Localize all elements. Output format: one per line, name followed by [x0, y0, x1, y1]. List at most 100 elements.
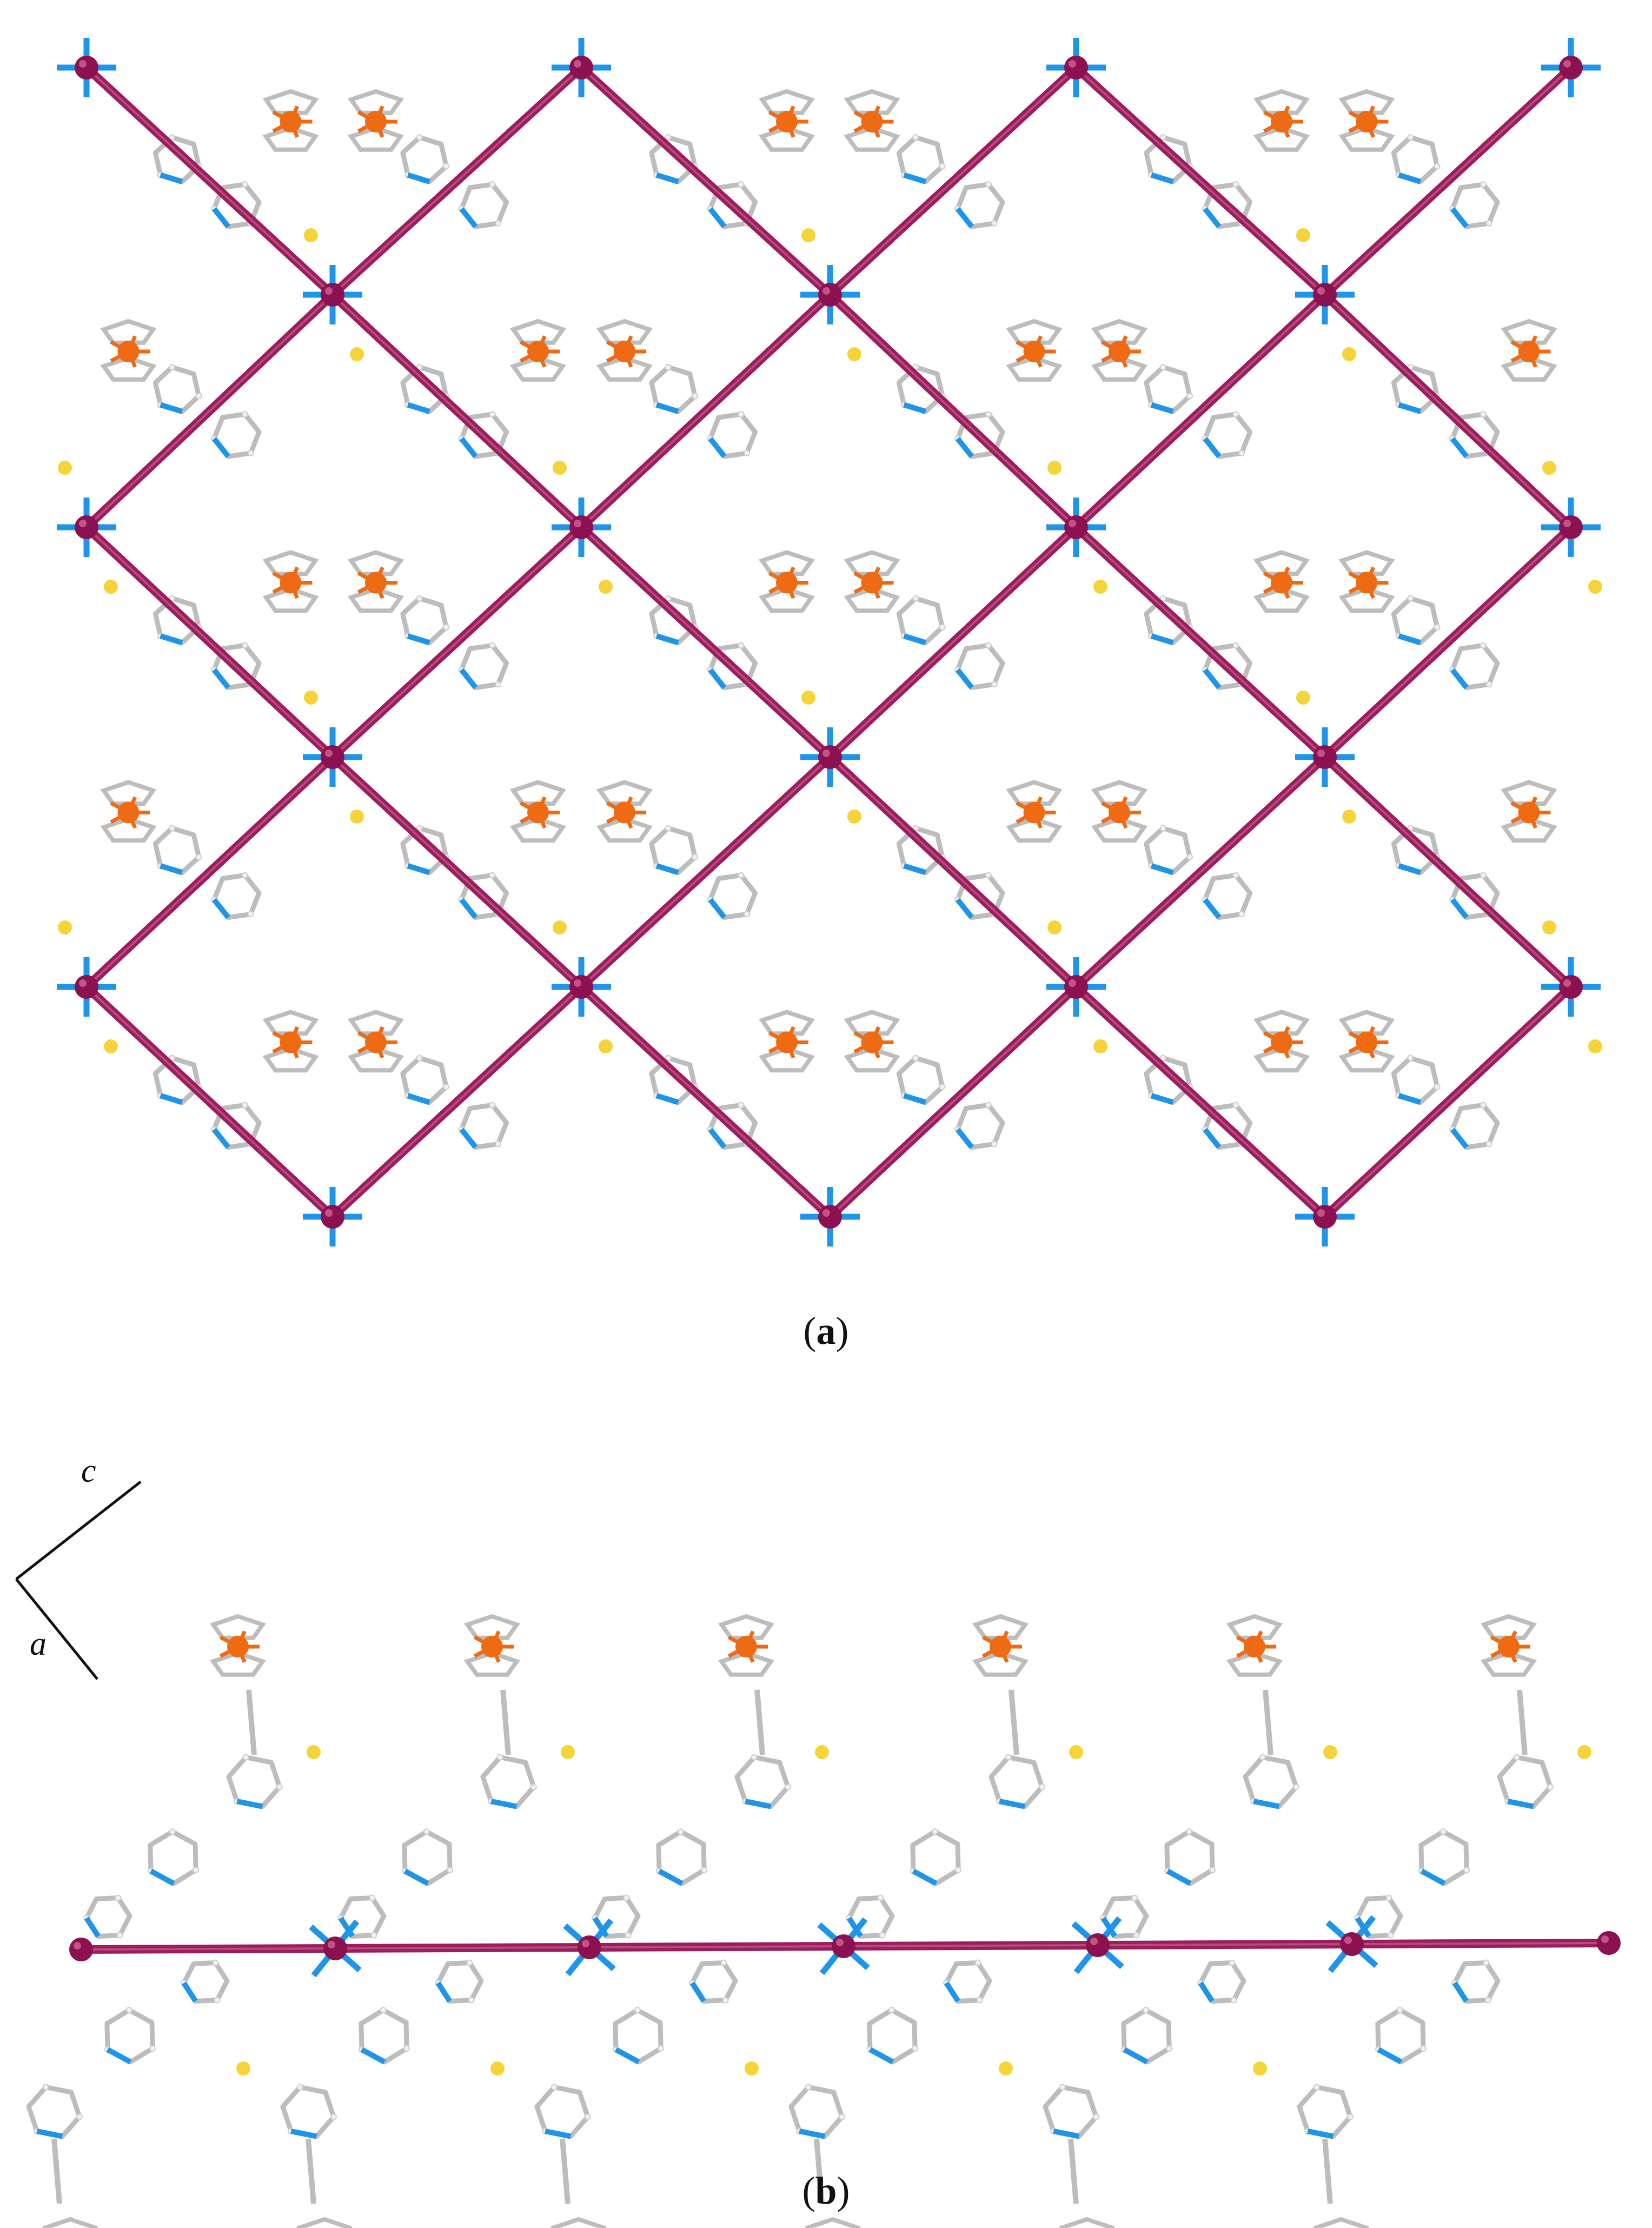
hydrogen-atom	[1407, 595, 1414, 602]
hydrogen-atom	[955, 1867, 962, 1874]
hydrogen-atom	[985, 1102, 992, 1109]
hydrogen-atom	[991, 1140, 998, 1148]
linker-bond	[1009, 1689, 1019, 1755]
hydrogen-atom	[443, 624, 450, 631]
cyclopentadienyl-ring	[1091, 817, 1148, 843]
cyclopentadienyl-ring	[1338, 550, 1395, 576]
hydrogen-atom	[495, 681, 502, 688]
iron-atom	[1023, 801, 1045, 824]
metal-node	[569, 975, 593, 999]
hydrogen-atom	[720, 1959, 727, 1966]
pyridine-ring	[734, 1754, 791, 1809]
pyridine-ring	[26, 2084, 82, 2139]
cyclopentadienyl-ring	[972, 1614, 1029, 1640]
sulfur-atom	[553, 461, 567, 475]
hydrogen-atom	[1513, 1754, 1520, 1761]
a-axis-line	[15, 1578, 98, 1680]
cyclopentadienyl-ring	[1006, 780, 1063, 806]
hydrogen-atom	[1133, 1932, 1140, 1939]
nitrogen-bond	[1398, 172, 1422, 184]
hydrogen-atom	[466, 1959, 473, 1966]
metal-node	[818, 283, 842, 307]
sulfur-atom	[307, 1745, 321, 1759]
cyclopentadienyl-ring	[463, 1614, 521, 1640]
nitrogen-bond	[160, 633, 183, 646]
hydrogen-atom	[692, 853, 699, 860]
nitrogen-bond	[1203, 207, 1222, 229]
metal-node	[1313, 1205, 1337, 1229]
hydrogen-atom	[550, 2084, 558, 2091]
hydrogen-atom	[241, 1102, 248, 1109]
pyridine-ring	[788, 2084, 845, 2139]
iron-atom	[776, 572, 798, 594]
hydrogen-atom	[1407, 134, 1414, 141]
hydrogen-atom	[1159, 595, 1166, 602]
hydrogen-atom	[1396, 2007, 1403, 2014]
hydrogen-atom	[149, 2045, 156, 2052]
nitrogen-bond	[1398, 633, 1422, 646]
nitrogen-bond	[1198, 1981, 1215, 2003]
pyridine-ring	[226, 1754, 282, 1809]
cyclopentadienyl-ring	[347, 550, 404, 576]
sulfur-atom	[745, 2061, 759, 2076]
cyclopentadienyl-ring	[1338, 125, 1395, 152]
cyclopentadienyl-ring	[509, 319, 567, 345]
iron-atom	[481, 1636, 503, 1657]
hydrogen-atom	[195, 393, 202, 400]
sulfur-atom	[1588, 580, 1602, 594]
hydrogen-atom	[939, 163, 946, 170]
hydrogen-atom	[991, 220, 998, 227]
hydrogen-atom	[241, 410, 248, 417]
hydrogen-atom	[751, 1754, 758, 1761]
metal-node-highlight	[822, 287, 830, 295]
sulfur-atom	[599, 580, 613, 594]
hydrogen-atom	[115, 1894, 122, 1901]
nitrogen-bond	[708, 668, 727, 689]
hydrogen-atom	[169, 825, 176, 832]
cyclopentadienyl-ring	[262, 89, 319, 115]
metal-node	[1064, 975, 1088, 999]
iron-atom	[280, 111, 302, 132]
iron-atom	[280, 1031, 302, 1053]
nitrogen-bond	[1398, 402, 1422, 414]
hydrogen-atom	[447, 1867, 454, 1874]
nitrogen-bond	[407, 863, 430, 876]
hydrogen-atom	[738, 181, 745, 188]
framework-bond-highlight	[85, 756, 334, 988]
hydrogen-atom	[1159, 134, 1166, 141]
nitrogen-bond	[407, 402, 430, 414]
hydrogen-atom	[585, 2113, 592, 2120]
hydrogen-atom	[169, 1055, 176, 1062]
framework-bond-highlight	[85, 294, 334, 528]
sulfur-atom	[1588, 1039, 1602, 1053]
pyridine-ring	[1243, 1754, 1299, 1809]
hydrogen-atom	[489, 410, 496, 417]
nitrogen-bond	[407, 172, 430, 184]
cyclopentadienyl-ring	[1253, 89, 1310, 115]
hydrogen-atom	[489, 1102, 496, 1109]
hydrogen-atom	[1387, 1932, 1394, 1939]
cyclopentadienyl-ring	[100, 817, 157, 843]
nitrogen-bond	[1203, 437, 1222, 459]
framework-bonds	[77, 1939, 1613, 1954]
metal-node	[1064, 56, 1088, 79]
hydrogen-atom	[495, 220, 502, 227]
ligand-layer	[57, 38, 1602, 1246]
caption-b: (b)	[802, 2169, 850, 2212]
hydrogen-atom	[241, 181, 248, 188]
metal-node-highlight	[325, 287, 333, 295]
nitrogen-bond	[903, 1093, 927, 1105]
framework-bond-highlight	[85, 526, 334, 758]
sulfur-atom	[1296, 228, 1310, 242]
iron-atom	[1518, 801, 1540, 824]
hydrogen-atom	[169, 1828, 176, 1835]
pyridine-ring	[280, 2084, 336, 2139]
cyclopentadienyl-ring	[844, 1010, 900, 1036]
hydrogen-atom	[330, 2113, 337, 2120]
hydrogen-atom	[1407, 825, 1414, 832]
nitrogen-bond	[212, 668, 230, 689]
hydrogen-atom	[1209, 1867, 1216, 1874]
nitrogen-bond	[490, 1799, 518, 1809]
hydrogen-atom	[193, 1867, 200, 1874]
cyclopentadienyl-ring	[758, 550, 815, 576]
